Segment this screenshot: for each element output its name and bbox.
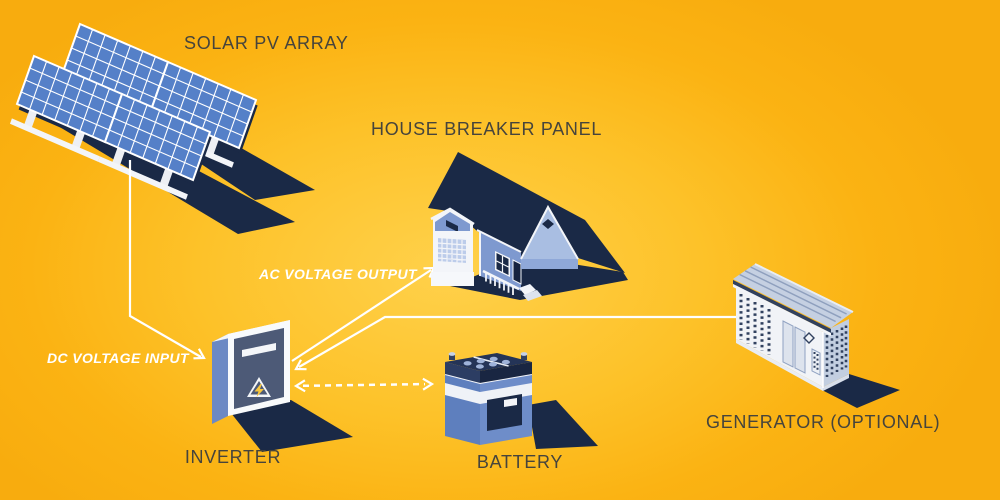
house-illustration (428, 152, 628, 301)
inverter-illustration (212, 320, 353, 452)
battery-arrowhead-icon (293, 379, 306, 393)
inverter-side (212, 334, 228, 424)
label-dc-voltage-input: DC VOLTAGE INPUT (47, 350, 189, 366)
lightning-bolt-icon (254, 384, 264, 397)
battery-arrowhead-icon (422, 377, 435, 391)
label-ac-voltage-output: AC VOLTAGE OUTPUT (259, 266, 417, 282)
inverter-slot (242, 343, 276, 357)
warning-diamond-icon (803, 332, 815, 344)
battery-cap (463, 361, 472, 366)
porch-railing (482, 269, 520, 291)
battery-terminal (449, 354, 455, 360)
house-roof (428, 152, 625, 273)
generator-arrowhead-icon (294, 359, 307, 371)
porch-steps (519, 284, 536, 295)
label-solar-pv-array: SOLAR PV ARRAY (184, 33, 349, 53)
attic-vent (446, 220, 458, 232)
battery-lid (445, 353, 532, 371)
generator-door (794, 326, 806, 374)
solar-pv-array-illustration (8, 22, 315, 234)
label-generator: GENERATOR (OPTIONAL) (706, 412, 941, 432)
right-gable (521, 208, 578, 259)
vent-grid (739, 294, 771, 355)
generator-door (782, 320, 794, 368)
battery-shadow (528, 400, 598, 449)
generator-illustration (733, 263, 900, 408)
flow-lines (128, 160, 737, 393)
label-house-breaker-panel: HOUSE BREAKER PANEL (371, 119, 603, 139)
house-door (512, 259, 522, 285)
generator-flow-line (298, 315, 737, 368)
dc-flow-line (128, 160, 202, 358)
battery-illustration (444, 352, 598, 449)
label-inverter: INVERTER (184, 447, 282, 467)
gable-vent (542, 219, 554, 229)
label-battery: BATTERY (476, 452, 564, 472)
inverter-shadow (231, 400, 353, 452)
ac-flow-line (291, 269, 432, 362)
dc-arrowhead-icon (193, 348, 206, 360)
battery-flow-line (302, 382, 426, 388)
battery-terminal (521, 354, 527, 360)
